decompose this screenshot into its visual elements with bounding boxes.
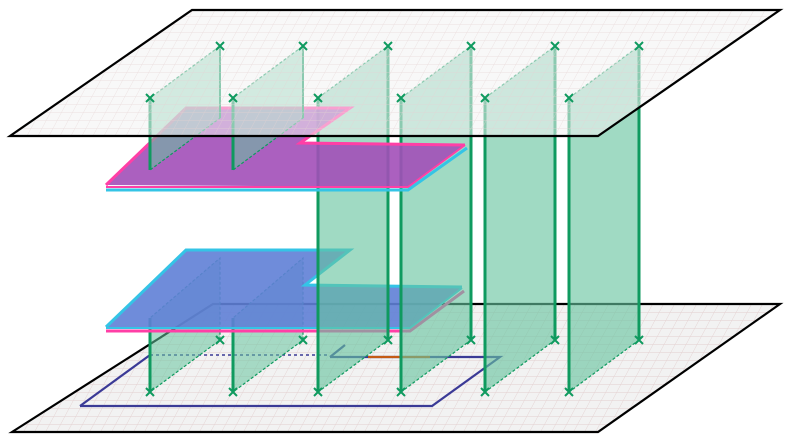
marker-top <box>215 41 644 51</box>
marker-lower-back <box>215 335 644 345</box>
marker-upper <box>145 93 574 103</box>
marker-lower-front <box>145 387 574 397</box>
cross-markers <box>145 41 644 397</box>
top-plane <box>6 8 784 138</box>
